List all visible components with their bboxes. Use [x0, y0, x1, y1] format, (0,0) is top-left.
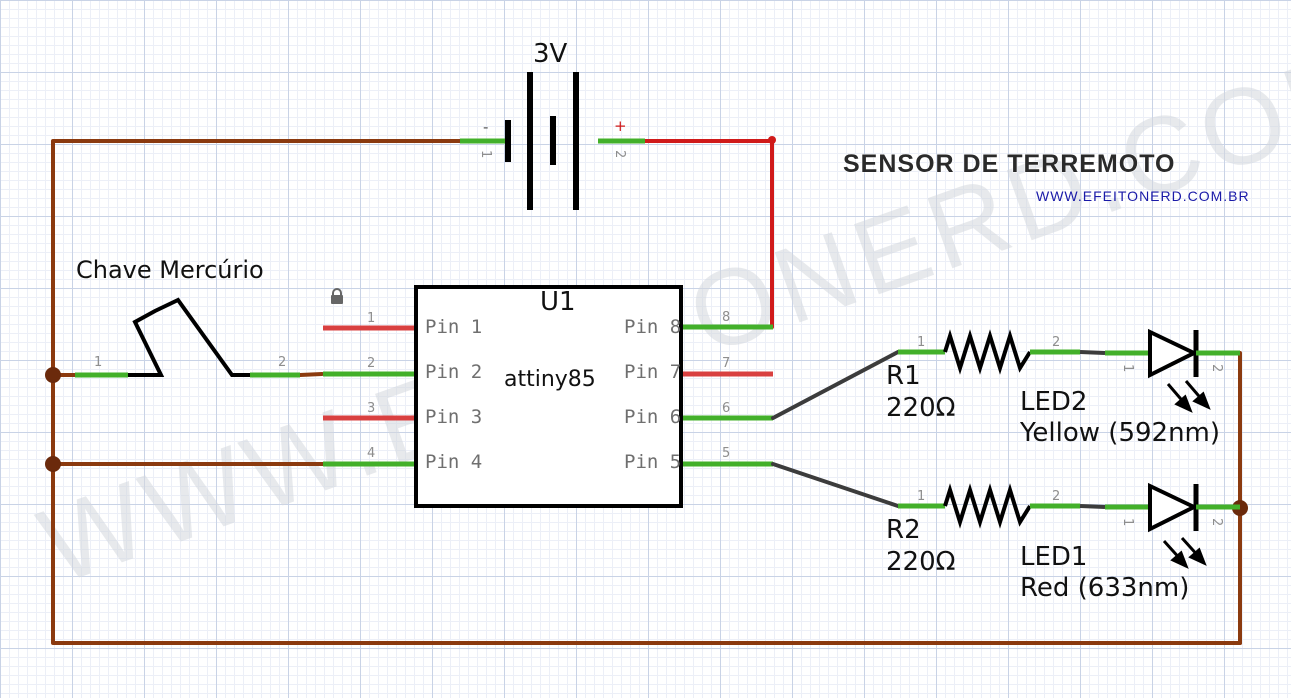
battery-plus-sign: +	[614, 117, 627, 135]
pin-name: Pin 6	[624, 406, 681, 428]
r2-pin-2: 2	[1052, 489, 1060, 504]
battery: 3V - + 1 2	[460, 39, 645, 210]
ic-attiny85: U1 attiny85 1 Pin 1 2 Pin 2 3 Pin 3 4 Pi…	[323, 285, 773, 508]
lock-icon	[331, 288, 343, 304]
wire-pin6-r1	[771, 350, 900, 420]
pin-number: 7	[722, 356, 730, 371]
junction-left-bottom	[45, 456, 61, 472]
pin-number: 4	[367, 446, 375, 461]
pin-number: 1	[367, 311, 375, 326]
led1-pin-2: 2	[1209, 518, 1224, 526]
led1: 1 2 LED1 Red (633nm)	[1020, 482, 1240, 603]
pin-name: Pin 7	[624, 361, 681, 383]
led1-desc: Red (633nm)	[1020, 573, 1189, 603]
junction-plus	[768, 136, 776, 144]
led2: 1 2 LED2 Yellow (592nm)	[1019, 328, 1240, 448]
r2-pin-1: 1	[917, 489, 925, 504]
led2-desc: Yellow (592nm)	[1019, 418, 1220, 448]
pin-number: 8	[722, 310, 730, 325]
switch-pin-2: 2	[278, 355, 286, 370]
pin-name: Pin 4	[425, 451, 482, 473]
battery-pin-2: 2	[612, 150, 627, 158]
led2-ref: LED2	[1020, 387, 1087, 417]
r1-pin-1: 1	[917, 335, 925, 350]
wire-r1-led2	[1079, 350, 1106, 355]
r1-ref: R1	[886, 361, 921, 391]
battery-pin-1: 1	[478, 150, 493, 158]
pin-name: Pin 2	[425, 361, 482, 383]
ground-wires	[51, 139, 1242, 645]
switch-label: Chave Mercúrio	[76, 256, 264, 284]
r1-pin-2: 2	[1052, 335, 1060, 350]
wire-r2-led1	[1079, 504, 1106, 509]
resistor-r1: 1 2 R1 220Ω	[886, 329, 1080, 423]
r2-value: 220Ω	[886, 547, 956, 577]
website-url: WWW.EFEITONERD.COM.BR	[1036, 188, 1250, 204]
ic-body	[414, 285, 683, 508]
pin-name: Pin 3	[425, 406, 482, 428]
wire-pin5-r2	[771, 462, 900, 508]
ic-ref: U1	[540, 287, 576, 317]
pin-name: Pin 8	[624, 316, 681, 338]
battery-minus-sign: -	[483, 118, 488, 136]
junction-left-top	[45, 367, 61, 383]
pin-name: Pin 5	[624, 451, 681, 473]
pin-number: 5	[722, 446, 730, 461]
battery-voltage-label: 3V	[533, 39, 568, 69]
pin-number: 2	[367, 356, 375, 371]
led2-pin-1: 1	[1120, 364, 1135, 372]
pin-name: Pin 1	[425, 316, 482, 338]
resistor-r2: 1 2 R2 220Ω	[886, 483, 1080, 577]
switch-pin-1: 1	[94, 355, 102, 370]
r2-ref: R2	[886, 515, 921, 545]
wire-switch-pin2	[298, 372, 324, 377]
led1-pin-1: 1	[1120, 518, 1135, 526]
diagram-title: SENSOR DE TERREMOTO	[843, 150, 1175, 178]
pin-number: 3	[367, 401, 375, 416]
r1-value: 220Ω	[886, 393, 956, 423]
led1-ref: LED1	[1020, 542, 1087, 572]
ic-part: attiny85	[504, 367, 596, 392]
mercury-switch: Chave Mercúrio 1 2	[75, 256, 300, 378]
pin-number: 6	[722, 401, 730, 416]
led2-pin-2: 2	[1209, 364, 1224, 372]
